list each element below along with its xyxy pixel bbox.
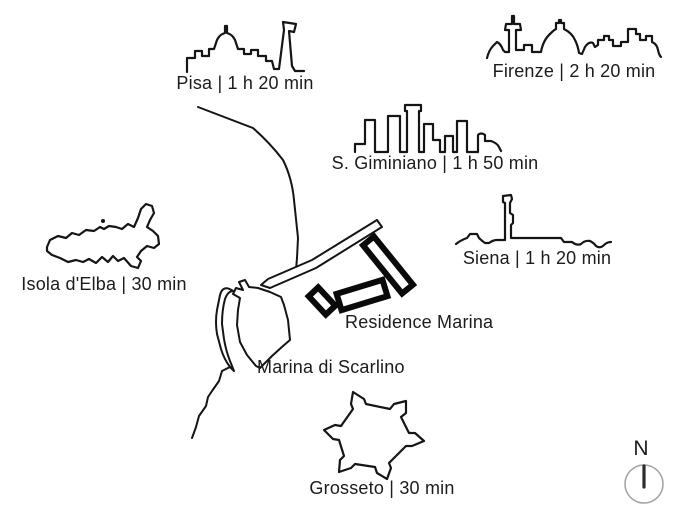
south-coastline: [191, 366, 231, 439]
siena-skyline-icon: [454, 193, 613, 249]
channel-spit: [215, 287, 235, 372]
isola-elba-label: Isola d'Elba | 30 min: [21, 274, 187, 294]
residence-marina-buildings: [304, 232, 418, 319]
coastline: [197, 106, 299, 271]
elba-islet-dot: [101, 219, 105, 223]
san-giminiano-skyline-icon: [353, 103, 503, 154]
residence-building-long: [332, 276, 392, 314]
pisa-label: Pisa | 1 h 20 min: [176, 73, 314, 93]
compass-north-label: N: [633, 437, 649, 460]
firenze-label: Firenze | 2 h 20 min: [492, 61, 656, 81]
harbour-basin: [232, 279, 291, 369]
grosseto-label: Grosseto | 30 min: [309, 478, 455, 498]
grosseto-fortress-outline: [322, 390, 426, 481]
pisa-skyline-icon: [185, 20, 306, 74]
compass: [624, 464, 664, 504]
elba-island-outline: [45, 202, 161, 270]
firenze-skyline-icon: [485, 14, 663, 60]
marina-di-scarlino-label: Marina di Scarlino: [257, 357, 405, 377]
marina-jetty: [260, 219, 383, 289]
san-giminiano-label: S. Giminiano | 1 h 50 min: [331, 153, 539, 173]
siena-label: Siena | 1 h 20 min: [462, 248, 612, 268]
residence-building-small: [304, 283, 340, 319]
residence-marina-label: Residence Marina: [345, 312, 494, 332]
residence-building-diagonal: [358, 232, 418, 298]
